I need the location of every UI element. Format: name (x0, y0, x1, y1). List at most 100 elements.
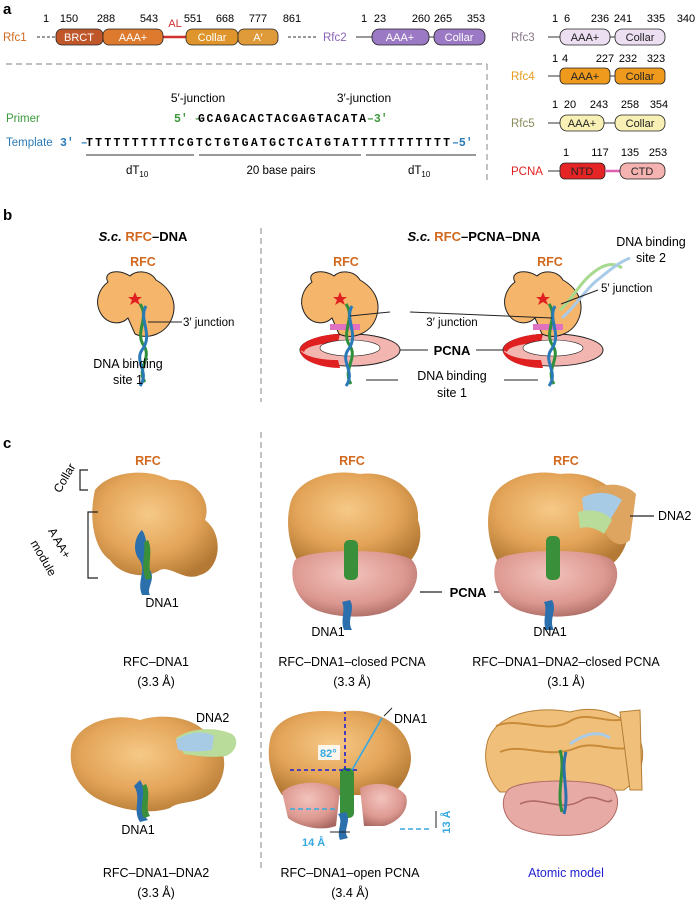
rfc5-num: 243 (590, 99, 608, 111)
pcna-label: PCNA (434, 343, 471, 358)
pcna-box-ctd: CTD (631, 166, 654, 178)
rfc-dna-cartoon: RFC 3′ junction DNA binding site 1 (93, 255, 234, 387)
cryoem-map-rfc-dna1-dna2-closed-pcna: RFC DNA2 DNA1 RFC–DNA1–DNA2–closed PCNA … (472, 454, 691, 689)
rfc1-box-collar: Collar (198, 32, 227, 44)
rfc5-name: Rfc5 (511, 118, 535, 130)
rfc3-collar-box (614, 28, 666, 46)
dna2-label: DNA2 (658, 509, 691, 523)
atp-star-icon (333, 292, 347, 305)
rfc3-box-collar: Collar (626, 32, 655, 44)
rfc2-num: 353 (467, 13, 485, 25)
rfc1-num: 150 (60, 13, 78, 25)
map-resolution: (3.4 Å) (331, 885, 369, 900)
site2-label: DNA binding (616, 235, 686, 249)
rfc1-num: 668 (216, 13, 234, 25)
pcna-num: 117 (591, 147, 609, 159)
junction3-label: 3′ junction (183, 317, 234, 329)
primer-3end: –3′ (367, 113, 388, 126)
junction3-label: 3′ junction (426, 317, 477, 329)
angle-label: 82° (320, 748, 337, 760)
atp-star-icon (128, 292, 142, 305)
rfc3-num: 1 (552, 13, 558, 25)
panel-label-c: c (3, 435, 11, 452)
pcna-num: 1 (563, 147, 569, 159)
rfc-pcna-dna-cartoon-1: RFC (299, 255, 401, 387)
template-sequence: TTTTTTTTTTCGTCTGTGATGCTCATGTATTTTTTTTTTT (86, 137, 450, 150)
rfc1-name: Rfc1 (3, 32, 27, 44)
dna-construct: 5′-junction 3′-junction Primer Template … (6, 91, 476, 179)
rfc-label: RFC (333, 255, 359, 269)
rfc2-num: 265 (434, 13, 452, 25)
rfc3-name: Rfc3 (511, 32, 535, 44)
atomic-model-ribbon: Atomic model (485, 709, 644, 880)
dna2-label: DNA2 (196, 711, 229, 725)
template-3end: 3′ – (60, 137, 88, 150)
rfc1-aprime-box (237, 28, 279, 46)
rfc4-num: 232 (619, 53, 637, 65)
map-resolution: (3.3 Å) (137, 885, 175, 900)
rfc1-linker-label: AL (168, 18, 181, 30)
rfc5-num: 258 (621, 99, 639, 111)
rfc4-box-aaa: AAA+ (571, 71, 599, 83)
primer-label: Primer (6, 113, 40, 125)
rfc-label: RFC (135, 454, 161, 468)
rfc-label: RFC (553, 454, 579, 468)
rfc-label: RFC (537, 255, 563, 269)
distance-13-label: 13 Å (440, 810, 453, 833)
rfc5-collar-box (614, 114, 666, 132)
rfc4-collar-box (614, 67, 666, 85)
rfc4-name: Rfc4 (511, 71, 535, 83)
rfc4-domain-map: Rfc4 AAA+ Collar 1 4 227 232 323 (511, 53, 666, 85)
dna1-label: DNA1 (121, 823, 154, 837)
rfc1-num: 777 (249, 13, 267, 25)
primer-sequence: GCAGACACTACGAGTACATA (198, 113, 366, 126)
site2-label: site 2 (636, 251, 666, 265)
rfc2-box-collar: Collar (445, 32, 474, 44)
pcna-name: PCNA (511, 166, 543, 178)
map-name: RFC–DNA1–open PCNA (281, 866, 421, 880)
panel-label-b: b (3, 207, 12, 224)
rfc1-box-brct: BRCT (64, 32, 94, 44)
rfc3-num: 236 (591, 13, 609, 25)
rfc1-num: 288 (97, 13, 115, 25)
map-resolution: (3.3 Å) (137, 674, 175, 689)
map-name: RFC–DNA1–closed PCNA (278, 655, 426, 669)
rfc1-box-aaa: AAA+ (119, 32, 147, 44)
primer-5end: 5′ – (174, 113, 202, 126)
dna1-label: DNA1 (145, 596, 178, 610)
rfc1-num: 543 (140, 13, 158, 25)
cryoem-map-rfc-dna1: RFC Collar A AA+ module DNA1 RFC–DNA1 (3… (28, 454, 218, 689)
rfc-label: RFC (130, 255, 156, 269)
pcna-num: 253 (649, 147, 667, 159)
dT-left: dT10 (126, 165, 149, 179)
rfc4-num: 1 (552, 53, 558, 65)
rfc-pcna-dna-cartoon-2: RFC DNA binding site 2 (502, 235, 686, 387)
rfc3-num: 335 (647, 13, 665, 25)
site1-label: site 1 (437, 386, 467, 400)
rfc5-box-aaa: AAA+ (568, 118, 596, 130)
rfc5-num: 1 (552, 99, 558, 111)
panel-b-left-title: S.c. RFC–DNA (99, 229, 188, 244)
pcna-box-ntd: NTD (571, 166, 594, 178)
panel-b-labels: 3′ junction 5′ junction PCNA DNA binding… (349, 283, 652, 400)
rfc1-domain-map: Rfc1 BRCT AAA+ Collar A′ AL 1 150 288 54… (3, 13, 318, 46)
rfc3-box-aaa: AAA+ (571, 32, 599, 44)
rfc2-box-aaa: AAA+ (386, 32, 414, 44)
rfc2-name: Rfc2 (323, 32, 347, 44)
panel-b-right-title: S.c. RFC–PCNA–DNA (408, 229, 542, 244)
site1-label: site 1 (113, 373, 143, 387)
rfc4-num: 4 (562, 53, 568, 65)
pcna-domain-map: PCNA NTD CTD 1 117 135 253 (511, 147, 667, 180)
rfc1-num: 1 (43, 13, 49, 25)
dna1-label: DNA1 (394, 712, 427, 726)
pcna-label: PCNA (450, 585, 487, 600)
distance-14-label: 14 Å (302, 836, 325, 849)
rfc5-box-collar: Collar (626, 118, 655, 130)
rfc3-num: 241 (614, 13, 632, 25)
map-name: RFC–DNA1–DNA2 (103, 866, 209, 880)
panel-label-a: a (3, 1, 12, 18)
template-label: Template (6, 137, 53, 149)
junction5-label: 5′-junction (171, 91, 225, 105)
rfc3-num: 6 (564, 13, 570, 25)
